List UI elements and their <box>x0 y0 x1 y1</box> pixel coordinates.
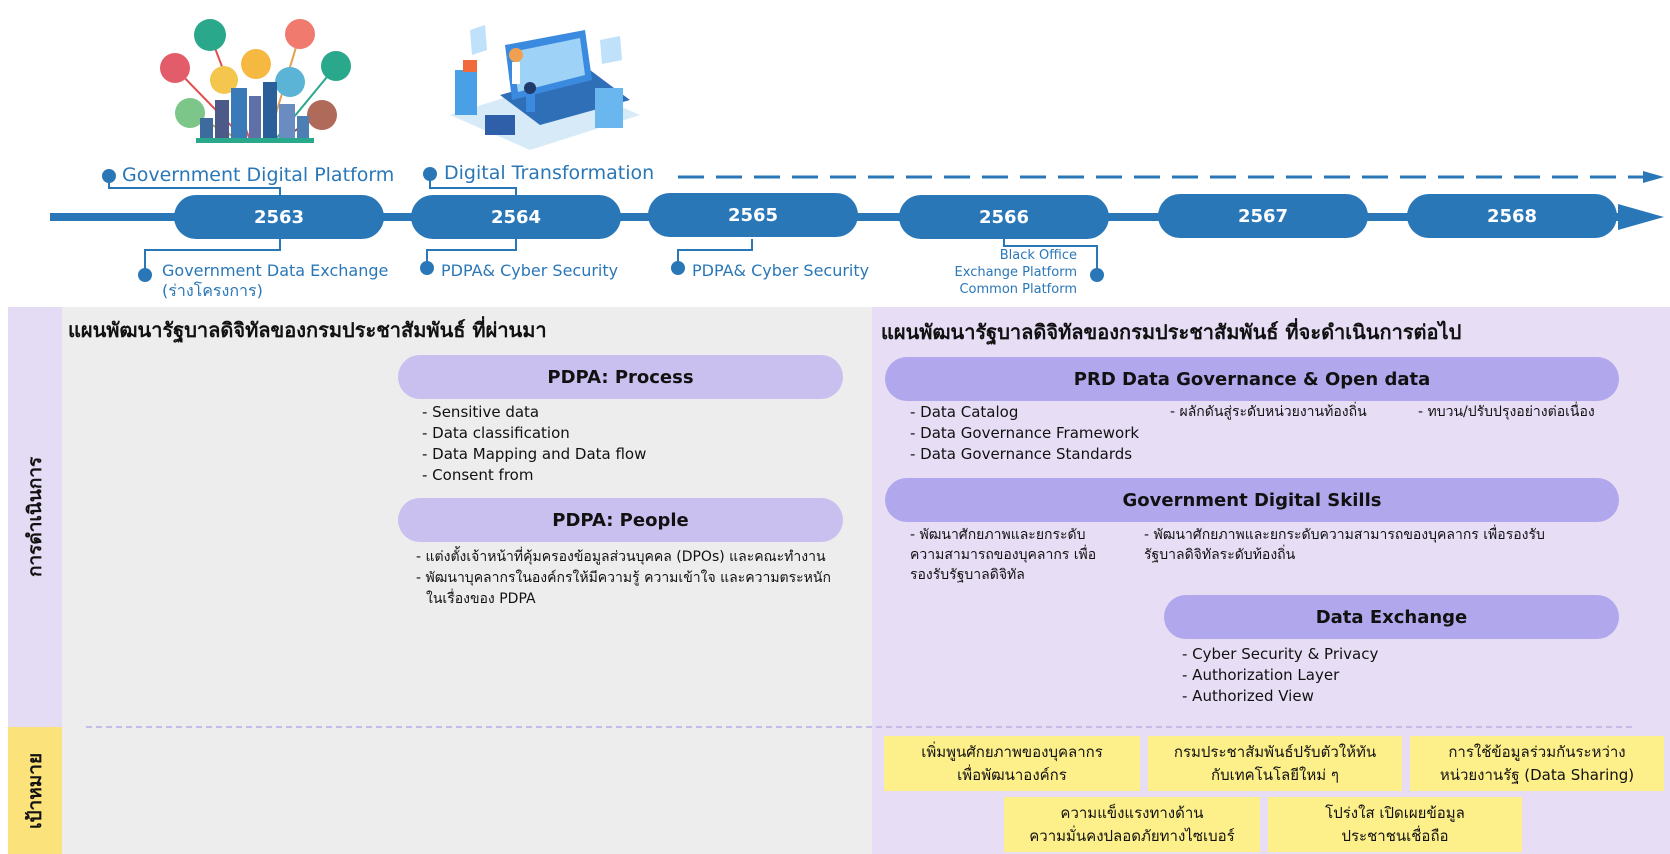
governance-col3: - ทบวน/ปรับปรุงอย่างต่อเนื่อง <box>1418 402 1595 423</box>
governance-col1: - Data Catalog - Data Governance Framewo… <box>910 402 1139 465</box>
connector-pdpa-2564 <box>426 239 517 267</box>
pdpa-process-list: - Sensitive data - Data classification -… <box>422 402 646 486</box>
skills-item: ความสามารถของบุคลากร เพื่อ <box>910 547 1097 563</box>
goal-line: ความมั่นคงปลอดภัยทางไซเบอร์ <box>1029 826 1235 845</box>
smart-city-icon <box>160 19 351 143</box>
governance-item: - Data Governance Framework <box>910 424 1140 442</box>
governance-title: PRD Data Governance & Open data <box>885 357 1619 401</box>
goal-box-5: โปร่งใส เปิดเผยข้อมูลประชาชนเชื่อถือ <box>1268 797 1522 852</box>
year-2567: 2567 <box>1158 194 1368 238</box>
connector-dt <box>429 176 517 195</box>
pdpa-process-title: PDPA: Process <box>398 355 843 399</box>
sub-dot-pdpa-2564 <box>420 261 434 275</box>
year-2568: 2568 <box>1407 194 1617 238</box>
year-2563: 2563 <box>174 195 384 239</box>
exchange-item: - Authorization Layer <box>1182 666 1340 684</box>
milestone-dt-label: Digital Transformation <box>444 162 655 184</box>
data-exchange-title: Data Exchange <box>1164 595 1619 639</box>
goal-line: การใช้ข้อมูลร่วมกันระหว่าง <box>1448 742 1626 761</box>
sub-dot-gde <box>138 268 152 282</box>
people-item: - แต่งตั้งเจ้าหน้าที่คุ้มครองข้อมูลส่วนบ… <box>416 549 826 565</box>
goal-box-4: ความแข็งแรงทางด้านความมั่นคงปลอดภัยทางไซ… <box>1004 797 1260 852</box>
sub-label-pdpa-2564: PDPA& Cyber Security <box>441 261 619 280</box>
goal-line: โปร่งใส เปิดเผยข้อมูล <box>1325 803 1465 822</box>
year-2566: 2566 <box>899 195 1109 239</box>
future-heading: แผนพัฒนารัฐบาลดิจิทัลของกรมประชาสัมพันธ์… <box>881 320 1462 344</box>
governance-item: - ผลักดันสู่ระดับหน่วยงานท้องถิ่น <box>1170 404 1367 420</box>
milestone-dot-dt <box>423 167 437 181</box>
goal-box-3: การใช้ข้อมูลร่วมกันระหว่างหน่วยงานรัฐ (D… <box>1410 736 1664 791</box>
timeline-arrow-head <box>1618 204 1664 230</box>
goal-line: ประชาชนเชื่อถือ <box>1341 826 1449 845</box>
goal-box-1: เพิ่มพูนศักยภาพของบุคลากรเพื่อพัฒนาองค์ก… <box>884 736 1140 791</box>
people-item: ในเรื่องของ PDPA <box>426 591 536 607</box>
skills-item: - พัฒนาศักยภาพและยกระดับ <box>910 527 1086 543</box>
pdpa-people-title: PDPA: People <box>398 498 843 542</box>
sub-dot-pdpa-2565 <box>671 261 685 275</box>
milestone-gdp-label: Government Digital Platform <box>122 164 395 186</box>
goal-line: เพื่อพัฒนาองค์กร <box>957 765 1067 784</box>
data-exchange-list: - Cyber Security & Privacy - Authorizati… <box>1182 644 1378 707</box>
exchange-item: - Cyber Security & Privacy <box>1182 645 1379 663</box>
governance-item: - Data Governance Standards <box>910 445 1133 463</box>
skills-item: - พัฒนาศักยภาพและยกระดับความสามารถของบุค… <box>1144 527 1545 543</box>
sub-dot-2566 <box>1090 268 1104 282</box>
sub-label-gde-1: Government Data Exchange <box>162 261 389 280</box>
process-item: - Data Mapping and Data flow <box>422 445 647 463</box>
governance-col2: - ผลักดันสู่ระดับหน่วยงานท้องถิ่น <box>1170 402 1367 423</box>
goal-line: กับเทคโนโลยีใหม่ ๆ <box>1211 765 1339 784</box>
skills-col1: - พัฒนาศักยภาพและยกระดับ ความสามารถของบุ… <box>910 525 1096 585</box>
side-goal-bg <box>8 727 62 854</box>
pdpa-people-list: - แต่งตั้งเจ้าหน้าที่คุ้มครองข้อมูลส่วนบ… <box>416 547 831 610</box>
skills-item: รัฐบาลดิจิทัลระดับท้องถิ่น <box>1144 547 1296 563</box>
side-label-goal: เป้าหมาย <box>24 752 46 829</box>
process-item: - Data classification <box>422 424 570 442</box>
goal-line: กรมประชาสัมพันธ์ปรับตัวให้ทัน <box>1173 742 1377 761</box>
connector-pdpa-2565 <box>677 239 753 267</box>
sub-label-gde-2: (ร่างโครงการ) <box>162 281 263 300</box>
exchange-item: - Authorized View <box>1182 687 1314 705</box>
process-item: - Consent from <box>422 466 534 484</box>
governance-item: - Data Catalog <box>910 403 1019 421</box>
milestone-dot-gdp <box>102 169 116 183</box>
section-divider <box>86 726 1632 728</box>
sub-label-back-office: Black Office <box>999 248 1077 263</box>
sub-label-exchange-platform: Exchange Platform <box>954 265 1077 280</box>
sub-label-common-platform: Common Platform <box>959 282 1077 297</box>
process-item: - Sensitive data <box>422 403 540 421</box>
people-item: - พัฒนาบุคลากรในองค์กรให้มีความรู้ ความเ… <box>416 570 831 586</box>
skills-title: Government Digital Skills <box>885 478 1619 522</box>
governance-item: - ทบวน/ปรับปรุงอย่างต่อเนื่อง <box>1418 404 1595 420</box>
goal-line: ความแข็งแรงทางด้าน <box>1060 803 1204 822</box>
side-operation-bg <box>8 307 62 727</box>
sub-label-pdpa-2565: PDPA& Cyber Security <box>692 261 870 280</box>
skills-col2: - พัฒนาศักยภาพและยกระดับความสามารถของบุค… <box>1144 525 1545 565</box>
goal-line: เพิ่มพูนศักยภาพของบุคลากร <box>921 742 1103 761</box>
connector-gde <box>144 239 281 275</box>
past-heading: แผนพัฒนารัฐบาลดิจิทัลของกรมประชาสัมพันธ์… <box>68 318 547 342</box>
connector-gdp <box>108 178 281 195</box>
goal-line: หน่วยงานรัฐ (Data Sharing) <box>1439 765 1635 784</box>
year-2565: 2565 <box>648 193 858 237</box>
laptop-digital-icon <box>450 25 640 150</box>
goal-box-2: กรมประชาสัมพันธ์ปรับตัวให้ทันกับเทคโนโลย… <box>1148 736 1402 791</box>
side-label-operation: การดำเนินการ <box>24 456 46 578</box>
skills-item: รองรับรัฐบาลดิจิทัล <box>910 567 1025 583</box>
connector-2566 <box>1003 239 1098 274</box>
dashed-arrow-head <box>1643 171 1664 183</box>
year-2564: 2564 <box>411 195 621 239</box>
